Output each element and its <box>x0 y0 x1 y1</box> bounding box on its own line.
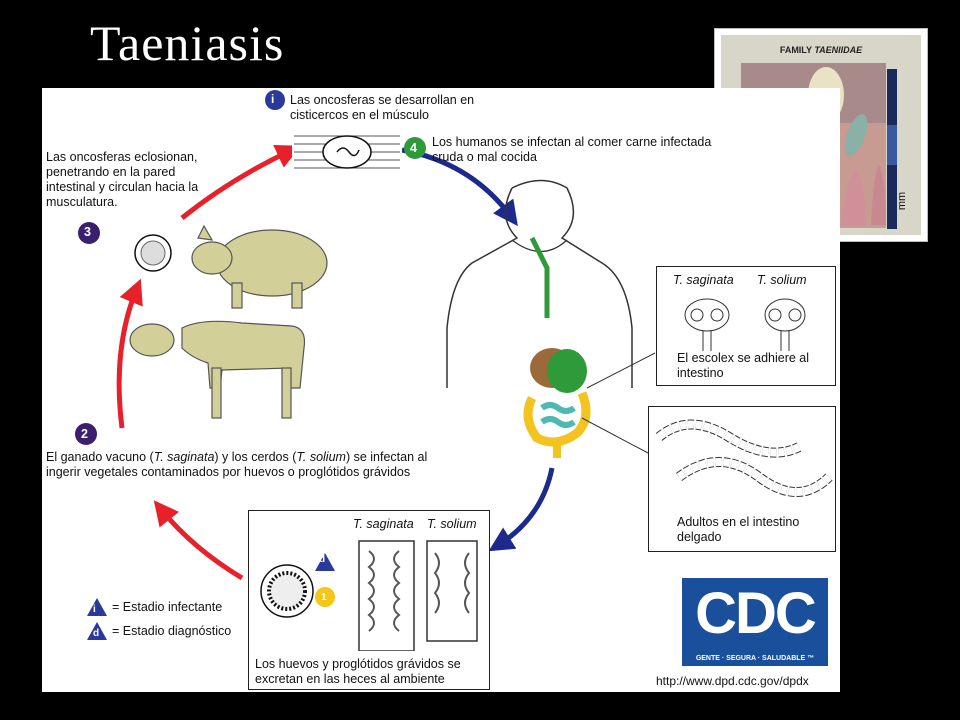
scale-unit-label: mm <box>896 191 909 211</box>
species-solium-label: T. solium <box>757 273 807 287</box>
cysticercus-in-muscle <box>292 128 402 176</box>
step-5-label: El escolex se adhiere al intestino <box>677 351 810 380</box>
step-3-marker-circle <box>78 222 100 244</box>
step-4-number: 4 <box>410 141 417 155</box>
step-2-label: El ganado vacuno (T. saginata) y los cer… <box>46 450 428 479</box>
step-3-number: 3 <box>84 225 91 239</box>
arrow-step2-to-step3 <box>116 278 143 429</box>
legend-diagnostic-d: d <box>93 628 100 639</box>
cow-illustration <box>129 320 306 419</box>
eggs-saginata-label: T. saginata <box>353 517 414 531</box>
step-4-label: Los humanos se infectan al comer carne i… <box>432 135 712 164</box>
eggs-solium-label: T. solium <box>427 517 477 531</box>
arrow-step1-to-step2 <box>153 500 244 581</box>
step-6-label: Adultos en el intestino delgado <box>677 515 800 544</box>
species-saginata-label: T. saginata <box>673 273 734 287</box>
cdc-tagline: GENTE · SEGURA · SALUDABLE ™ <box>695 655 815 662</box>
arrow-step3-to-step1 <box>180 145 302 220</box>
cdc-logo-text: CDC <box>695 581 817 646</box>
step-5-scolex-box: T. saginata T. solium El escolex se adhi… <box>656 266 836 386</box>
diagnostic-symbol-d: d <box>319 554 326 565</box>
step-4-marker-circle <box>404 137 426 159</box>
life-cycle-diagram: i 3 2 4 5 6 Las oncosferas se desarrolla… <box>42 88 840 692</box>
adult-worms-drawing <box>655 419 833 497</box>
step-2-number: 2 <box>81 427 88 441</box>
step-1-number: 1 <box>321 592 327 603</box>
cdc-url: http://www.dpd.cdc.gov/dpdx <box>656 674 809 688</box>
step-2-marker-circle <box>75 423 97 445</box>
cdc-logo: CDC GENTE · SEGURA · SALUDABLE ™ <box>682 578 828 666</box>
legend-infective-label: = Estadio infectante <box>112 600 223 614</box>
pig-illustration <box>191 224 328 309</box>
eggs-proglottids-box: T. saginata T. solium d 1 Los huevos y p… <box>248 510 490 690</box>
step-6-adults-box: Adultos en el intestino delgado <box>648 406 836 552</box>
step-1-infective-marker <box>265 90 285 110</box>
step-1-infective-symbol: i <box>271 92 275 106</box>
inset-family-title: FAMILY TAENIIDAE <box>779 45 863 55</box>
scolex-drawings <box>684 298 806 351</box>
life-cycle-drawing <box>75 90 681 640</box>
step-1-label: Las oncosferas se desarrollan en cistice… <box>290 93 475 122</box>
arrow-step6-to-eggs <box>488 467 555 552</box>
eggs-proglottids-drawing <box>260 540 478 651</box>
legend-diagnostic-triangle <box>87 622 107 640</box>
legend-infective-i: i <box>93 604 96 615</box>
legend-diagnostic-label: = Estadio diagnóstico <box>112 624 232 638</box>
eggs-label: Los huevos y proglótidos grávidos se exc… <box>255 657 461 686</box>
human-body-illustration <box>446 179 633 458</box>
slide-title: Taeniasis <box>90 15 285 71</box>
legend-infective-triangle <box>87 598 107 616</box>
step-3-label: Las oncosferas eclosionan, penetrando en… <box>46 150 199 209</box>
